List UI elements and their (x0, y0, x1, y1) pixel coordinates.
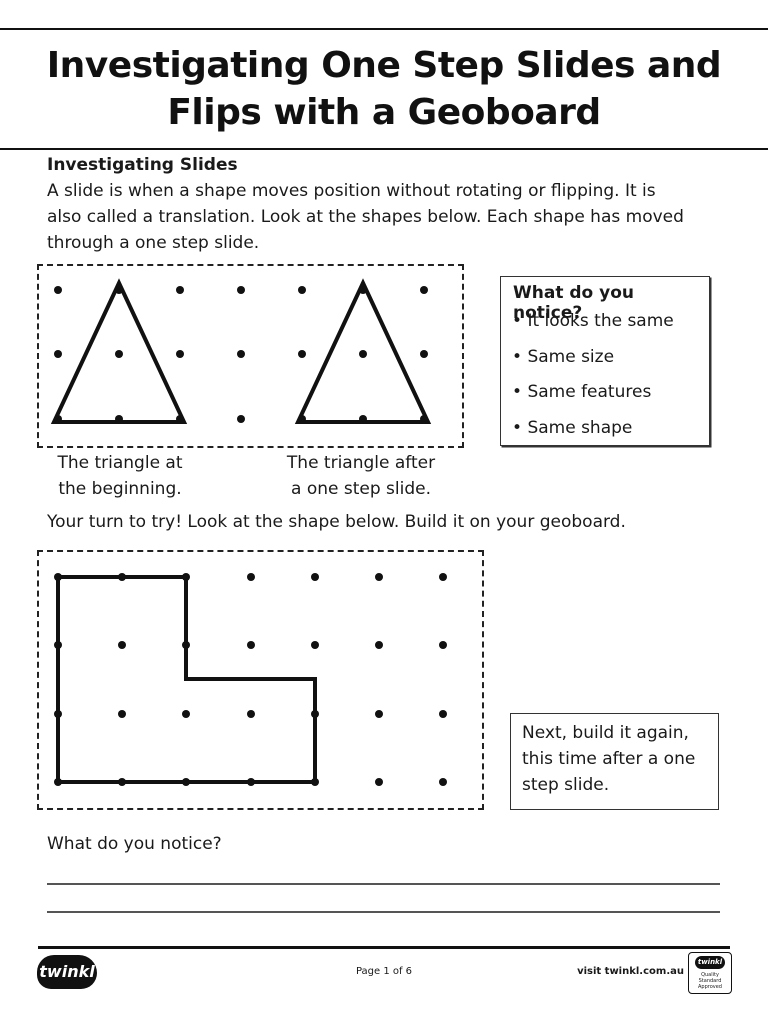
caption-after-line-2: a one step slide. (291, 479, 431, 499)
intro-line-3: through a one step slide. (47, 233, 260, 253)
peg (359, 350, 367, 358)
intro-line-1: A slide is when a shape moves position w… (47, 181, 656, 201)
peg (237, 415, 245, 423)
caption-after-line-1: The triangle after (286, 453, 436, 473)
next-instruction-text: Next, build it again, this time after a … (522, 723, 696, 795)
peg (182, 710, 190, 718)
peg (298, 286, 306, 294)
section-heading: Investigating Slides (47, 155, 238, 175)
notice-item: • Same shape (512, 417, 633, 438)
intro-line-2: also called a translation. Look at the s… (47, 207, 684, 227)
intro-paragraph: A slide is when a shape moves position w… (47, 178, 727, 256)
peg (298, 350, 306, 358)
l-shape (56, 575, 317, 784)
peg (54, 286, 62, 294)
geoboard-task-drawing (54, 573, 447, 786)
peg (375, 778, 383, 786)
answer-line-2[interactable] (47, 911, 720, 913)
title-bottom-rule (0, 148, 768, 150)
notice-item: • It looks the same (512, 311, 674, 331)
triangle-before (50, 278, 188, 424)
geoboard-task (37, 550, 484, 810)
page-number: Page 1 of 6 (355, 966, 413, 977)
notice-box-title: What do you notice? (513, 283, 635, 323)
peg (176, 350, 184, 358)
title-line-2: Flips with a Geoboard (167, 92, 601, 133)
next-instruction-box: Next, build it again, this time after a … (510, 713, 719, 810)
top-rule (0, 28, 768, 30)
peg (420, 286, 428, 294)
quality-badge-icon: twinkl Quality Standard Approved (688, 952, 732, 994)
peg (118, 710, 126, 718)
peg (439, 641, 447, 649)
peg (311, 641, 319, 649)
badge-logo: twinkl (695, 956, 725, 969)
peg (54, 350, 62, 358)
geoboard-example-drawing (50, 278, 432, 424)
peg (375, 710, 383, 718)
title-line-1: Investigating One Step Slides and (46, 45, 722, 86)
caption-before: The triangle at the beginning. (40, 450, 200, 502)
peg (311, 573, 319, 581)
notice-item: • Same size (512, 346, 615, 367)
answer-line-1[interactable] (47, 883, 720, 885)
visit-link[interactable]: visit twinkl.com.au (577, 966, 684, 977)
peg (237, 350, 245, 358)
caption-before-line-2: the beginning. (58, 479, 182, 499)
peg (439, 710, 447, 718)
notice-box: What do you notice? • It looks the same … (500, 276, 710, 446)
peg (176, 286, 184, 294)
caption-after: The triangle after a one step slide. (270, 450, 452, 502)
peg (237, 286, 245, 294)
try-instruction: Your turn to try! Look at the shape belo… (47, 512, 626, 532)
geoboard-example (37, 264, 464, 448)
caption-before-line-1: The triangle at (57, 453, 183, 473)
peg (375, 573, 383, 581)
page-title: Investigating One Step Slides and Flips … (0, 42, 768, 136)
triangle-after (294, 278, 432, 424)
notice-list: • It looks the same • Same size • Same f… (512, 309, 674, 451)
peg (247, 710, 255, 718)
twinkl-logo[interactable]: twinkl (37, 955, 97, 989)
footer-rule (38, 946, 730, 949)
peg (118, 641, 126, 649)
peg (247, 641, 255, 649)
badge-text: Quality Standard Approved (698, 972, 722, 990)
peg (115, 350, 123, 358)
peg (375, 641, 383, 649)
notice-item: • Same features (512, 382, 652, 402)
peg (420, 350, 428, 358)
notice-question: What do you notice? (47, 834, 222, 854)
peg (439, 573, 447, 581)
peg (439, 778, 447, 786)
peg (247, 573, 255, 581)
